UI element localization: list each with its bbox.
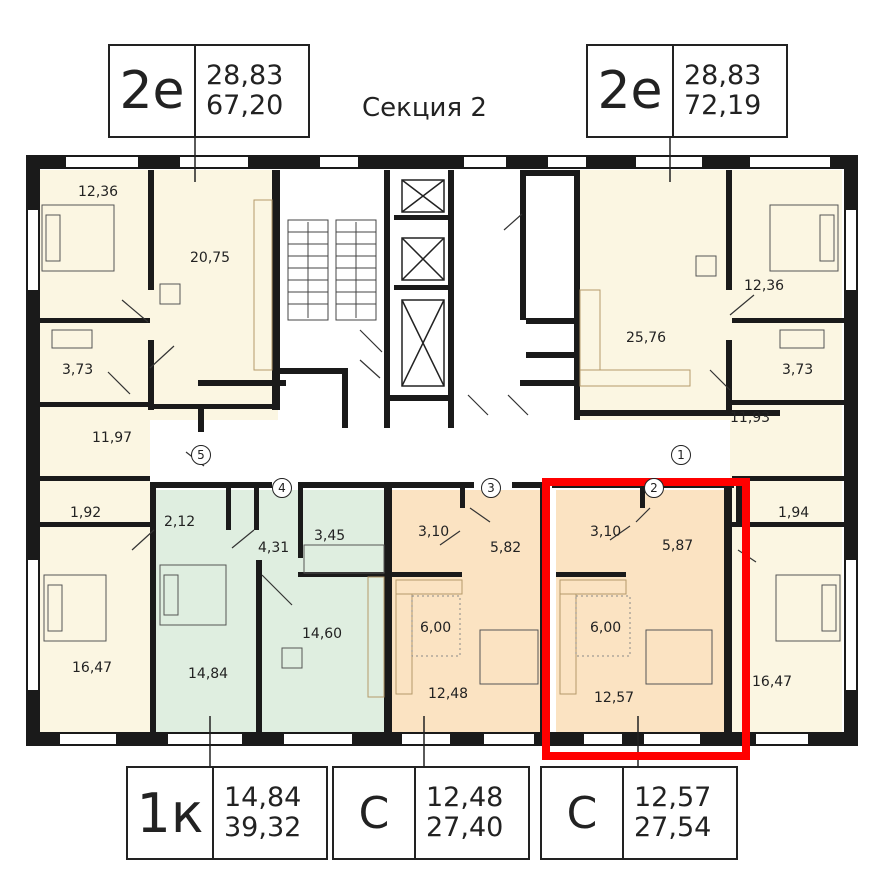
room-area-label: 4,31	[258, 540, 290, 556]
apartment-type: С	[542, 768, 624, 858]
apartment-number-3: 3	[481, 478, 501, 498]
room-area-label: 3,10	[418, 524, 450, 540]
room-area-label: 11,93	[730, 410, 771, 426]
leader-lines	[194, 136, 671, 770]
apartment-2-fill	[556, 490, 728, 732]
room-area-label: 5,82	[490, 540, 522, 556]
section-title: Секция 2	[362, 93, 487, 123]
room-area-label: 12,36	[78, 184, 119, 200]
total-area: 72,19	[684, 90, 762, 121]
room-area-label: 6,00	[420, 620, 452, 636]
room-area-label: 1,92	[70, 505, 102, 521]
apartment-card-studio-2[interactable]: С 12,57 27,54	[540, 766, 738, 860]
apartment-card-1k[interactable]: 1к 14,84 39,32	[126, 766, 328, 860]
dotted-zones	[411, 595, 631, 657]
room-area-label: 3,45	[314, 528, 346, 544]
total-area: 27,54	[634, 812, 712, 843]
room-area-label: 12,36	[744, 278, 785, 294]
room-area-label: 12,48	[428, 686, 469, 702]
room-area-label: 3,73	[62, 362, 94, 378]
room-area-label: 2,12	[164, 514, 196, 530]
total-area: 67,20	[206, 90, 284, 121]
room-area-label: 11,97	[92, 430, 133, 446]
windows-bottom	[60, 734, 808, 744]
apartment-number-5: 5	[191, 445, 211, 465]
living-area: 12,57	[634, 782, 712, 813]
living-area: 28,83	[684, 60, 762, 91]
living-area: 14,84	[224, 782, 302, 813]
room-area-label: 5,87	[662, 538, 694, 554]
windows-top	[28, 157, 856, 690]
furniture	[41, 204, 841, 685]
apartment-number-4: 4	[272, 478, 292, 498]
apartment-card-top-left[interactable]: 2е 28,83 67,20	[108, 44, 310, 138]
apartment-number-2: 2	[644, 478, 664, 498]
room-area-label: 1,94	[778, 505, 810, 521]
apartment-type: С	[334, 768, 416, 858]
room-area-label: 16,47	[752, 674, 793, 690]
room-area-label: 16,47	[72, 660, 113, 676]
total-area: 27,40	[426, 812, 504, 843]
apartment-type: 2е	[110, 46, 196, 136]
living-area: 12,48	[426, 782, 504, 813]
room-area-label: 3,73	[782, 362, 814, 378]
kitchen-counters	[253, 199, 691, 698]
room-area-label: 14,84	[188, 666, 229, 682]
stairs	[287, 219, 377, 321]
apartment-type: 1к	[128, 768, 214, 858]
apartment-card-studio-3[interactable]: С 12,48 27,40	[332, 766, 530, 860]
living-area: 28,83	[206, 60, 284, 91]
room-area-label: 6,00	[590, 620, 622, 636]
room-area-label: 14,60	[302, 626, 343, 642]
room-area-label: 12,57	[594, 690, 635, 706]
room-area-label: 25,76	[626, 330, 667, 346]
apartment-type: 2е	[588, 46, 674, 136]
room-area-label: 20,75	[190, 250, 231, 266]
apartment-card-top-right[interactable]: 2е 28,83 72,19	[586, 44, 788, 138]
total-area: 39,32	[224, 812, 302, 843]
room-area-label: 3,10	[590, 524, 622, 540]
apartment-3-fill	[391, 490, 547, 732]
selected-apartment-highlight	[542, 478, 750, 760]
doors	[107, 213, 757, 606]
apartment-4-fill	[153, 490, 391, 732]
elevators	[401, 179, 445, 387]
apartment-number-1: 1	[671, 445, 691, 465]
